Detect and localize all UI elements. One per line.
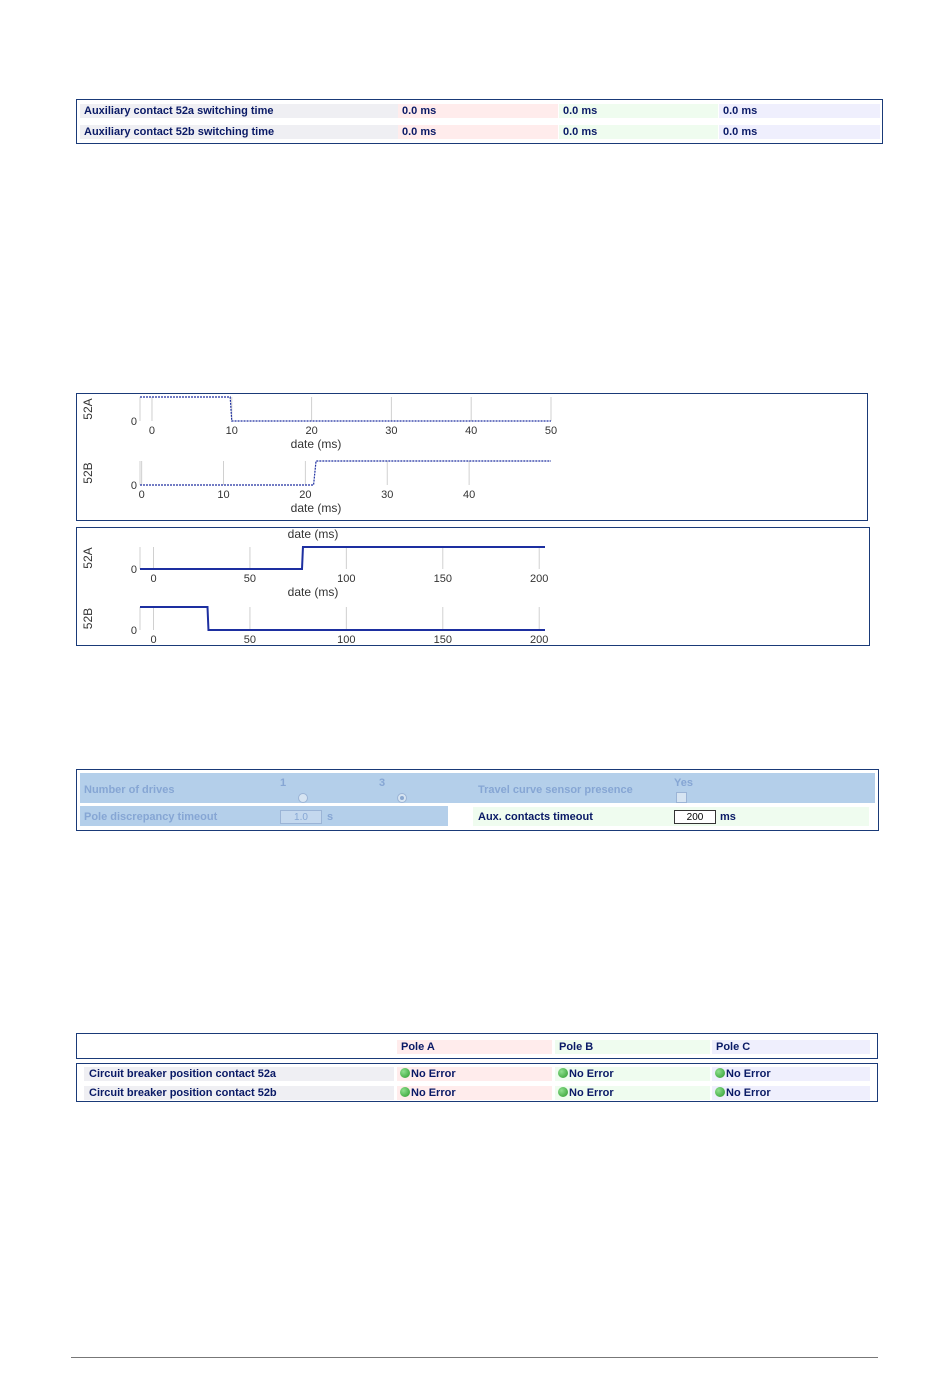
status-text: No Error xyxy=(411,1068,456,1080)
drive-option-1-radio[interactable] xyxy=(298,793,308,803)
x-tick-label: 30 xyxy=(381,489,393,501)
x-tick-label: 20 xyxy=(299,489,311,501)
x-tick-label: 40 xyxy=(465,425,477,437)
x-tick-label: 0 xyxy=(150,573,156,585)
y-axis-label: 52A xyxy=(81,547,95,568)
x-tick-label: 0 xyxy=(150,634,156,646)
y-tick-label: 0 xyxy=(131,480,137,492)
cb-52a-pole-c-status: No Error xyxy=(712,1067,870,1081)
x-tick-label: 50 xyxy=(244,634,256,646)
y-axis-label: 52B xyxy=(81,462,95,483)
aux-timeout-input[interactable] xyxy=(674,810,716,824)
x-axis-label: date (ms) xyxy=(288,585,339,599)
num-drives-label: Number of drives xyxy=(84,784,175,796)
status-ok-icon xyxy=(715,1087,725,1097)
status-text: No Error xyxy=(569,1068,614,1080)
drive-option-3-radio[interactable] xyxy=(397,793,407,803)
pole-c-header: Pole C xyxy=(712,1040,870,1054)
x-tick-label: 40 xyxy=(463,489,475,501)
settings-panel: Number of drives 1 3 Travel curve sensor… xyxy=(76,769,879,831)
pole-disc-timeout-unit: s xyxy=(327,811,334,823)
pole-a-header: Pole A xyxy=(397,1040,552,1054)
y-tick-label: 0 xyxy=(131,564,137,576)
x-axis-label: date (ms) xyxy=(291,501,342,515)
pole-disc-timeout-label: Pole discrepancy timeout xyxy=(84,811,218,823)
aux-52b-pole-c: 0.0 ms xyxy=(719,125,880,139)
status-ok-icon xyxy=(558,1087,568,1097)
x-tick-label: 50 xyxy=(545,425,557,437)
series-line xyxy=(140,460,551,486)
y-tick-label: 0 xyxy=(131,416,137,428)
x-tick-label: 30 xyxy=(385,425,397,437)
radio-selected-dot xyxy=(400,796,404,800)
x-tick-label: 10 xyxy=(217,489,229,501)
pole-b-header: Pole B xyxy=(555,1040,710,1054)
contact-chart-panel-upper xyxy=(76,393,868,521)
cb-52b-pole-c-status: No Error xyxy=(712,1086,870,1100)
pole-disc-timeout-input[interactable] xyxy=(280,810,322,824)
x-tick-label: 200 xyxy=(530,634,548,646)
status-text: No Error xyxy=(569,1087,614,1099)
series-line xyxy=(140,396,551,422)
cb-52a-pole-a-status: No Error xyxy=(397,1067,552,1081)
lower-panel-xlabel-top: date (ms) xyxy=(288,527,339,541)
settings-disabled-row xyxy=(80,773,875,803)
footer-rule xyxy=(71,1357,878,1358)
aux-timeout-unit: ms xyxy=(720,811,736,823)
x-tick-label: 100 xyxy=(337,573,355,585)
cb-52a-label: Circuit breaker position contact 52a xyxy=(84,1067,394,1081)
drive-option-3-label: 3 xyxy=(379,777,386,789)
status-text: No Error xyxy=(726,1087,771,1099)
aux-52b-label: Auxiliary contact 52b switching time xyxy=(80,125,398,139)
travel-sensor-yes-label: Yes xyxy=(674,777,693,789)
cb-52b-pole-b-status: No Error xyxy=(555,1086,710,1100)
status-text: No Error xyxy=(411,1087,456,1099)
cb-52a-pole-b-status: No Error xyxy=(555,1067,710,1081)
cb-position-table: Circuit breaker position contact 52a No … xyxy=(76,1063,878,1102)
aux-52a-pole-a: 0.0 ms xyxy=(398,104,558,118)
x-tick-label: 100 xyxy=(337,634,355,646)
drive-option-1-label: 1 xyxy=(280,777,287,789)
contact-timing-charts: date (ms) 0 10 20 30 40 50 0 52A date (ms) 0 10 20 30… xyxy=(81,396,557,646)
x-tick-label: 20 xyxy=(305,425,317,437)
travel-sensor-checkbox[interactable] xyxy=(676,792,687,803)
status-text: No Error xyxy=(726,1068,771,1080)
x-tick-label: 50 xyxy=(244,573,256,585)
x-axis-label: date (ms) xyxy=(291,437,342,451)
y-axis-label: 52A xyxy=(81,398,95,419)
y-tick-label: 0 xyxy=(131,625,137,637)
x-tick-label: 200 xyxy=(530,573,548,585)
status-ok-icon xyxy=(558,1068,568,1078)
aux-52b-pole-a: 0.0 ms xyxy=(398,125,558,139)
x-tick-label: 150 xyxy=(434,573,452,585)
series-line xyxy=(140,606,545,631)
aux-switching-time-table: Auxiliary contact 52a switching time 0.0… xyxy=(76,99,883,144)
aux-52a-label: Auxiliary contact 52a switching time xyxy=(80,104,398,118)
cb-header-table: Pole A Pole B Pole C xyxy=(76,1033,878,1059)
pole-disc-disabled-row xyxy=(80,806,448,826)
x-tick-label: 0 xyxy=(149,425,155,437)
x-tick-label: 150 xyxy=(434,634,452,646)
aux-52a-pole-c: 0.0 ms xyxy=(719,104,880,118)
series-line xyxy=(140,546,545,570)
cb-52b-label: Circuit breaker position contact 52b xyxy=(84,1086,394,1100)
aux-52b-pole-b: 0.0 ms xyxy=(559,125,718,139)
aux-timeout-label: Aux. contacts timeout xyxy=(478,811,593,823)
cb-52b-pole-a-status: No Error xyxy=(397,1086,552,1100)
x-tick-label: 0 xyxy=(139,489,145,501)
aux-52a-pole-b: 0.0 ms xyxy=(559,104,718,118)
status-ok-icon xyxy=(400,1087,410,1097)
status-ok-icon xyxy=(400,1068,410,1078)
aux-timeout-row-bg xyxy=(473,807,869,826)
x-tick-label: 10 xyxy=(226,425,238,437)
status-ok-icon xyxy=(715,1068,725,1078)
travel-sensor-label: Travel curve sensor presence xyxy=(478,784,633,796)
y-axis-label: 52B xyxy=(81,608,95,629)
